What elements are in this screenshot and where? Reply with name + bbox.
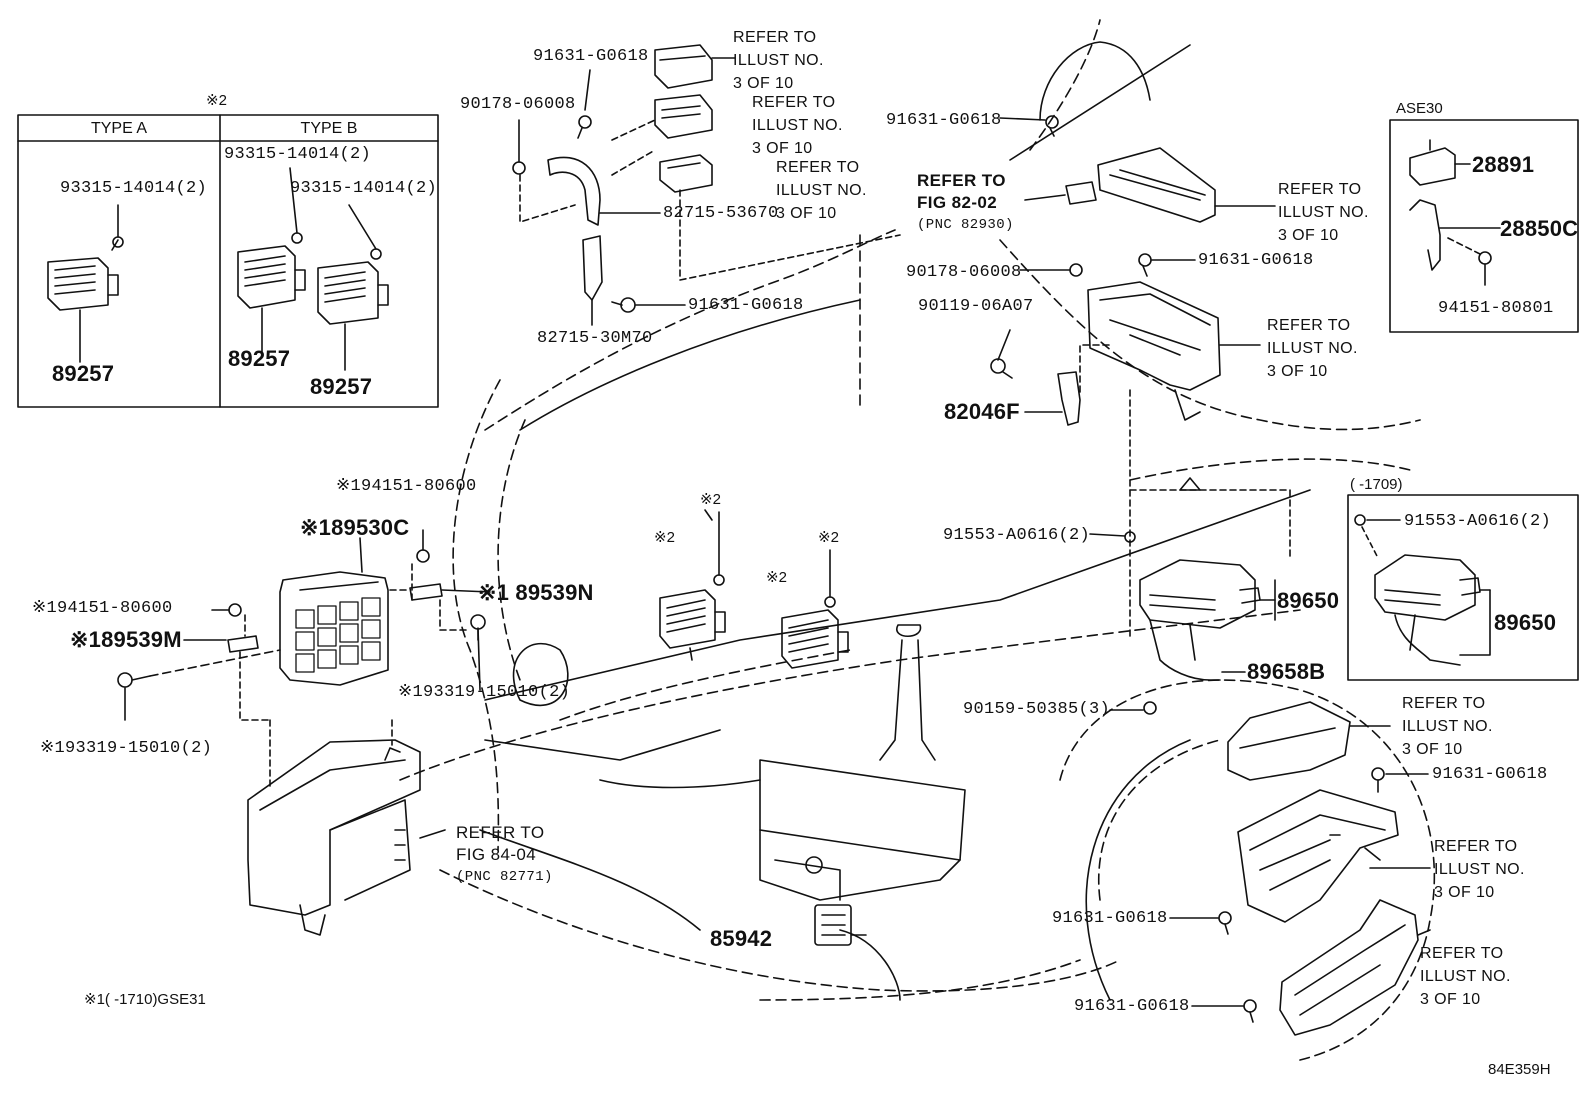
engine-bay-diag (999, 239, 1421, 431)
windshield-line (1009, 44, 1191, 161)
wheel-arch-inner (1098, 739, 1221, 901)
bumper-face (484, 489, 1311, 701)
inset-1709-box (1347, 494, 1579, 681)
footnote: ※1( -1710)GSE31 (84, 991, 206, 1008)
windshield-arc (1039, 41, 1151, 121)
part-28891: 28891 (1472, 152, 1535, 177)
center-nut-label: 90178-06008 (906, 263, 1022, 282)
top-bolt-label: 91631-G0618 (688, 296, 804, 315)
inset-ase30-box (1389, 119, 1579, 333)
harness-89658b-label: 89658B (1247, 659, 1326, 684)
engine-bay-right (1129, 458, 1411, 481)
left-nut-label: ※194151-80600 (32, 599, 173, 618)
bumper-lower (484, 729, 721, 761)
top-clip-label: 91631-G0618 (533, 47, 649, 66)
ase30-title: ASE30 (1396, 100, 1443, 117)
fender-inner (497, 419, 526, 681)
type-b-header: TYPE B (300, 120, 358, 137)
left-ecu-cluster (117, 529, 491, 936)
type-a-part-89257: 89257 (52, 361, 115, 386)
fig-82-02-ref: REFER TO FIG 82-02 (PNC 82930) (917, 171, 1014, 233)
windshield-base (1029, 19, 1101, 151)
apron-curve (479, 829, 701, 931)
center-clip-label: 91631-G0618 (1198, 251, 1314, 270)
type-b-part-89257-1: 89257 (228, 346, 291, 371)
inset-1709-title: ( -1709) (1350, 476, 1403, 493)
reservoir (759, 624, 966, 1001)
vehicle-solid (479, 41, 1311, 1001)
bay-line (759, 959, 1081, 1001)
center-bolt-label: 90119-06A07 (918, 297, 1034, 316)
hood-edge (484, 229, 896, 431)
diagram-code: 84E359H (1488, 1061, 1551, 1078)
lower-clip-2-label: 91631-G0618 (1052, 909, 1168, 928)
screw-label: 90159-50385(3) (963, 700, 1111, 719)
lower-apron (439, 869, 1121, 992)
center-ecu-bolt-label: 91553-A0616(2) (943, 526, 1091, 545)
wheel-arch (1059, 679, 1436, 1061)
middle-note-3: ※2 (818, 529, 839, 546)
sensor-85942-shape (814, 904, 852, 946)
ecu-89530c-label: ※189530C (300, 515, 410, 540)
type-a-bolt-label: 93315-14014(2) (60, 179, 208, 198)
leader-lines (704, 509, 1341, 836)
middle-note-2: ※2 (654, 529, 675, 546)
fog-circle (512, 642, 569, 707)
part-94151-80801: 94151-80801 (1438, 299, 1554, 318)
vehicle-outline (399, 19, 1436, 1061)
inset-1709-bolt: 91553-A0616(2) (1404, 512, 1552, 531)
type-b-bolt-label-2: 93315-14014(2) (290, 179, 438, 198)
hood-solid (519, 299, 861, 431)
middle-note-4: ※2 (766, 569, 787, 586)
type-b-part-89257-2: 89257 (310, 374, 373, 399)
left-bolt-right-label: ※193319-15010(2) (398, 683, 571, 702)
top-bracket-cluster (512, 44, 901, 326)
sensor-85942-label: 85942 (710, 926, 773, 951)
left-bolt-left-label: ※193319-15010(2) (40, 739, 213, 758)
grille-line (599, 779, 761, 789)
left-nut-top-label: ※194151-80600 (336, 477, 477, 496)
type-a-header: TYPE A (90, 120, 148, 137)
bumper-top (399, 609, 1301, 781)
wheel-outer (1085, 739, 1191, 1001)
inset-1709-part-89650: 89650 (1494, 610, 1557, 635)
inset-note-2: ※2 (206, 92, 227, 109)
bracket-82715-30m70-label: 82715-30M70 (537, 329, 653, 348)
bracket-89539n-label: ※1 89539N (478, 580, 594, 605)
lower-clip-1-label: 91631-G0618 (1432, 765, 1548, 784)
center-right-cluster (990, 115, 1291, 715)
inset-type-box (17, 114, 439, 408)
bracket-89539m-label: ※189539M (70, 627, 182, 652)
fender-left (452, 379, 501, 851)
headlight-line (559, 649, 851, 721)
middle-note-1: ※2 (700, 491, 721, 508)
ecu-89650-label: 89650 (1277, 588, 1340, 613)
fig-84-04-ref: REFER TO FIG 84-04 (PNC 82771) (456, 823, 553, 885)
bracket-82715-53670-label: 82715-53670 (663, 204, 779, 223)
type-b-bolt-label-1: 93315-14014(2) (224, 145, 372, 164)
bracket-82046f-label: 82046F (944, 399, 1020, 424)
lower-right-cluster (1169, 701, 1431, 1036)
part-28850c: 28850C (1500, 216, 1579, 241)
middle-modules (659, 511, 867, 936)
top-nut-label: 90178-06008 (460, 95, 576, 114)
lower-clip-3-label: 91631-G0618 (1074, 997, 1190, 1016)
center-clip-top-label: 91631-G0618 (886, 111, 1002, 130)
